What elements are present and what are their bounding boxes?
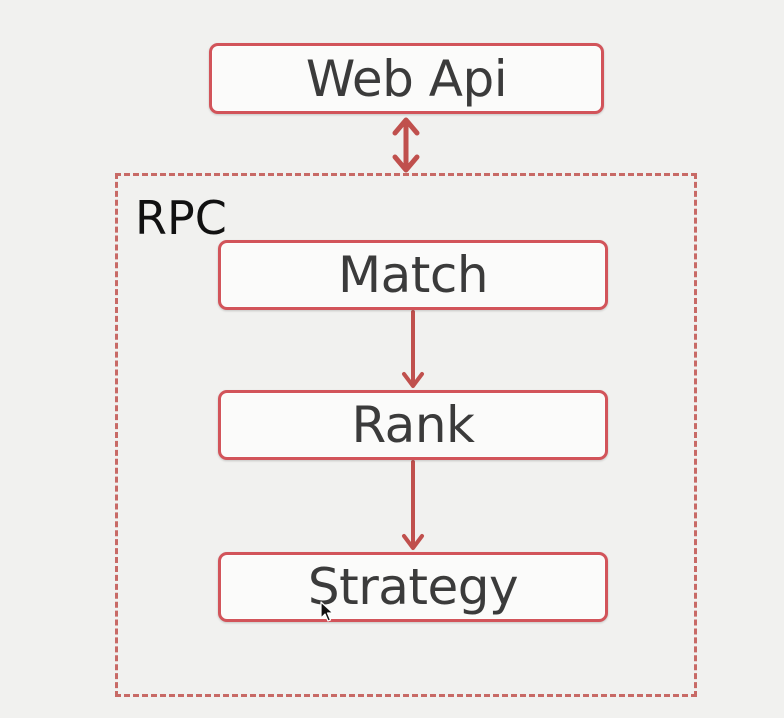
node-web-api[interactable]: Web Api xyxy=(209,43,604,114)
edge-webapi-rpc xyxy=(392,117,420,173)
node-rank[interactable]: Rank xyxy=(218,390,608,460)
node-match[interactable]: Match xyxy=(218,240,608,310)
node-strategy[interactable]: Strategy xyxy=(218,552,608,622)
rpc-group-box xyxy=(115,173,697,697)
node-strategy-label: Strategy xyxy=(307,558,519,616)
node-web-api-label: Web Api xyxy=(305,49,508,108)
node-rank-label: Rank xyxy=(351,396,475,454)
mouse-pointer-icon xyxy=(320,601,334,622)
node-match-label: Match xyxy=(337,246,489,304)
rpc-group-label: RPC xyxy=(135,191,227,245)
